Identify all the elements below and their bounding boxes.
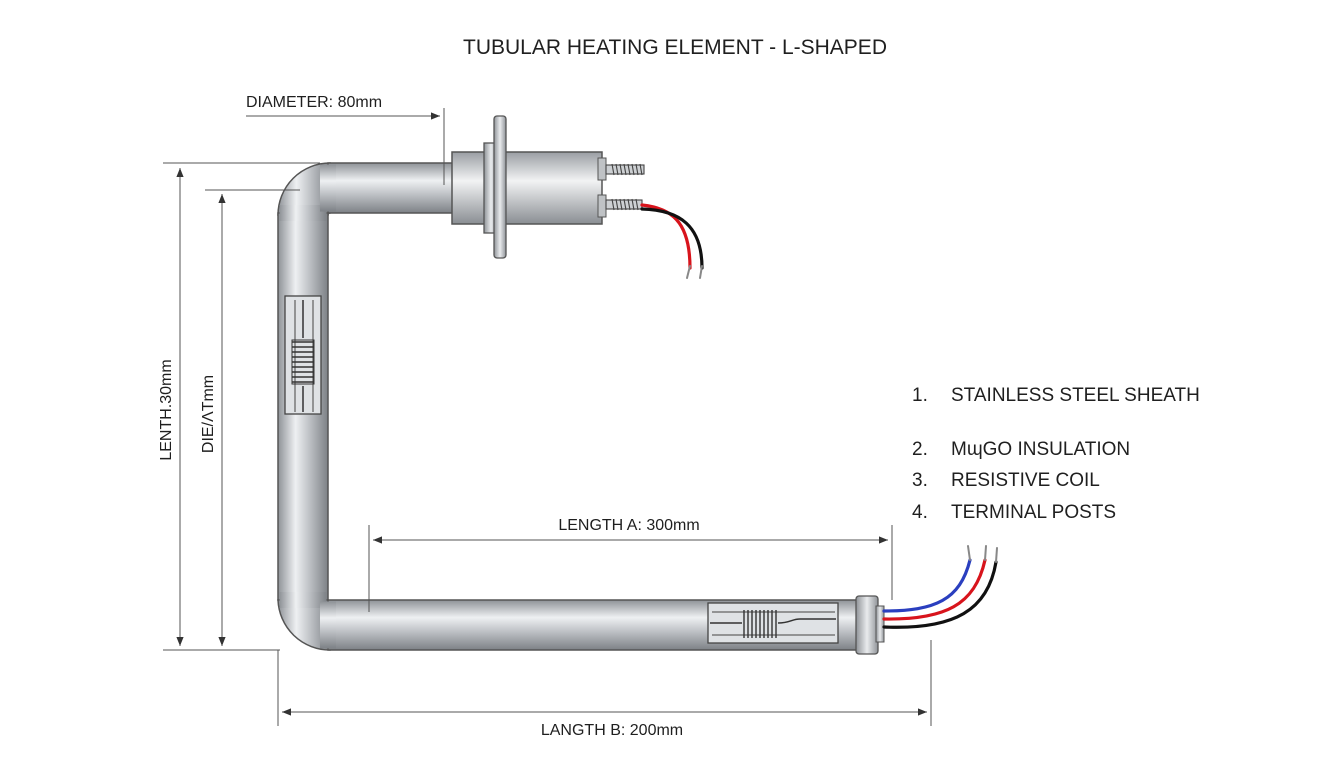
length-b-label: LANGTH B: 200mm bbox=[541, 722, 683, 739]
terminal-posts bbox=[605, 163, 645, 211]
legend-num-1: 1. bbox=[912, 385, 928, 406]
diameter-label: DIAMETER: 80mm bbox=[246, 94, 382, 111]
legend-item-2: MɰGO INSULATION bbox=[951, 439, 1130, 460]
vertical-length-label: LENTH.30mm bbox=[158, 359, 175, 460]
resistive-coil-cutaway-vertical bbox=[284, 295, 322, 415]
component-legend: 1. STAINLESS STEEL SHEATH 2. MɰGO INSULA… bbox=[912, 385, 1200, 523]
legend-num-4: 4. bbox=[912, 502, 928, 523]
vertical-diameter-label: DIE/ΛTmm bbox=[200, 375, 217, 453]
lead-wires-top bbox=[640, 203, 704, 279]
legend-item-4: TERMINAL POSTS bbox=[951, 502, 1116, 523]
diagram-title: TUBULAR HEATING ELEMENT - L-SHAPED bbox=[463, 36, 887, 59]
legend-item-1: STAINLESS STEEL SHEATH bbox=[951, 385, 1200, 406]
lead-wires-bottom bbox=[882, 545, 998, 629]
legend-item-3: RESISTIVE COIL bbox=[951, 470, 1100, 491]
resistive-coil-cutaway-horizontal bbox=[707, 602, 839, 644]
length-a-label: LENGTH A: 300mm bbox=[558, 517, 699, 534]
tube-sheath bbox=[277, 162, 863, 651]
end-fitting-bottom bbox=[855, 595, 885, 655]
legend-num-2: 2. bbox=[912, 439, 928, 460]
terminal-fitting-top bbox=[451, 115, 607, 259]
dimension-lines bbox=[163, 108, 932, 726]
legend-num-3: 3. bbox=[912, 470, 928, 491]
